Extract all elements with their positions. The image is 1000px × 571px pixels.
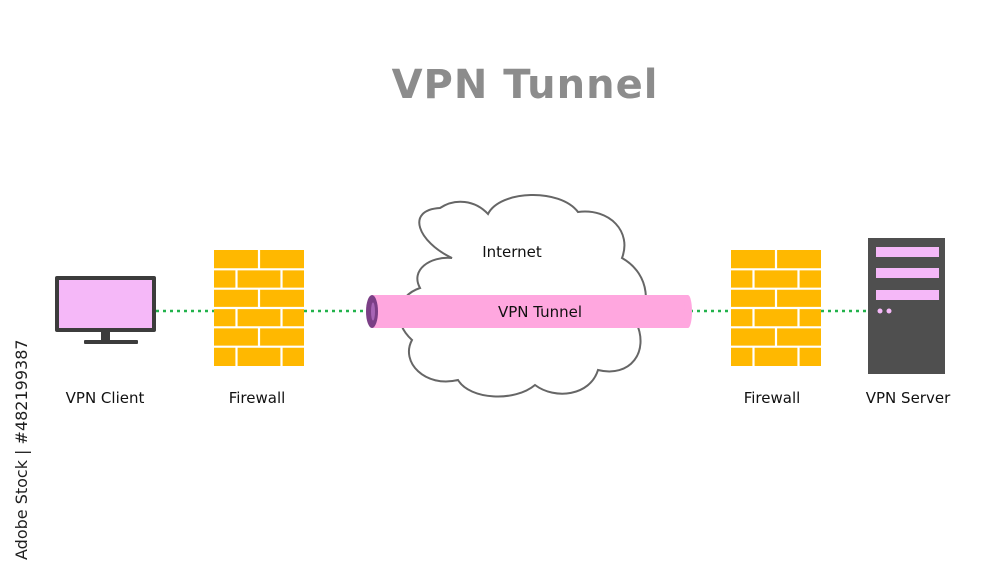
monitor-icon [55,276,156,344]
firewall-left-icon [214,250,304,366]
stock-id-watermark: Adobe Stock | #482199387 [12,339,31,560]
vpn-tunnel-pipe [366,295,692,328]
firewall-left-label: Firewall [228,389,286,407]
client-label: VPN Client [65,389,145,407]
server-label: VPN Server [865,389,951,407]
firewall-right-icon [731,250,821,366]
tunnel-label: VPN Tunnel [497,303,583,321]
firewall-right-label: Firewall [743,389,801,407]
server-icon [868,238,945,374]
internet-label: Internet [482,243,542,261]
diagram-title: VPN Tunnel [391,62,659,108]
